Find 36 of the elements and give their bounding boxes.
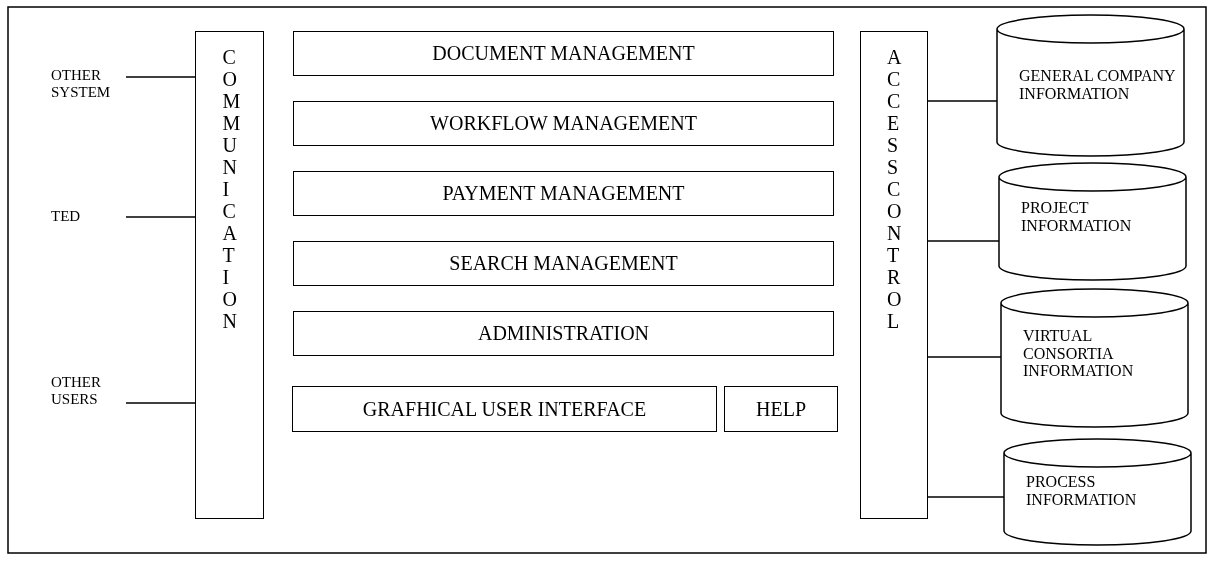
connector-line	[125, 402, 196, 404]
layer-box	[860, 31, 928, 519]
node-label: ACCESS CONTROL	[887, 46, 907, 332]
node-label: SEARCH MANAGEMENT	[449, 252, 678, 275]
database-cylinder	[1001, 289, 1188, 427]
module-box	[293, 31, 834, 76]
node-label: PAYMENT MANAGEMENT	[442, 182, 685, 205]
database-cylinder	[997, 15, 1184, 156]
database-cylinder	[1004, 439, 1191, 545]
node-label: WORKFLOW MANAGEMENT	[430, 112, 697, 135]
node-label: PROJECT INFORMATION	[1021, 199, 1133, 235]
connector-line	[927, 100, 998, 102]
system-label: TED	[51, 208, 81, 224]
node-label: COMMUNICATION	[222, 46, 243, 332]
node-label: DOCUMENT MANAGEMENT	[432, 42, 695, 65]
connector-line	[125, 216, 196, 218]
node-label: PROCESS INFORMATION	[1026, 473, 1138, 509]
layer-box	[195, 31, 264, 519]
module-box	[293, 171, 834, 216]
module-box	[293, 311, 834, 356]
connector-line	[927, 240, 1000, 242]
module-box	[724, 386, 838, 432]
connector-line	[125, 76, 196, 78]
node-label: GENERAL COMPANY INFORMATION	[1019, 67, 1176, 103]
module-box	[293, 101, 834, 146]
system-label: OTHER USERS	[51, 374, 101, 408]
node-label: HELP	[756, 397, 806, 421]
node-label: GRAFHICAL USER INTERFACE	[362, 397, 647, 421]
database-cylinder	[999, 163, 1186, 280]
connector-line	[927, 356, 1002, 358]
node-label: VIRTUAL CONSORTIA INFORMATION	[1023, 327, 1135, 380]
connector-line	[927, 496, 1005, 498]
module-box	[292, 386, 717, 432]
module-box	[293, 241, 834, 286]
node-label: ADMINISTRATION	[477, 322, 650, 345]
system-label: OTHER SYSTEM	[51, 67, 111, 101]
